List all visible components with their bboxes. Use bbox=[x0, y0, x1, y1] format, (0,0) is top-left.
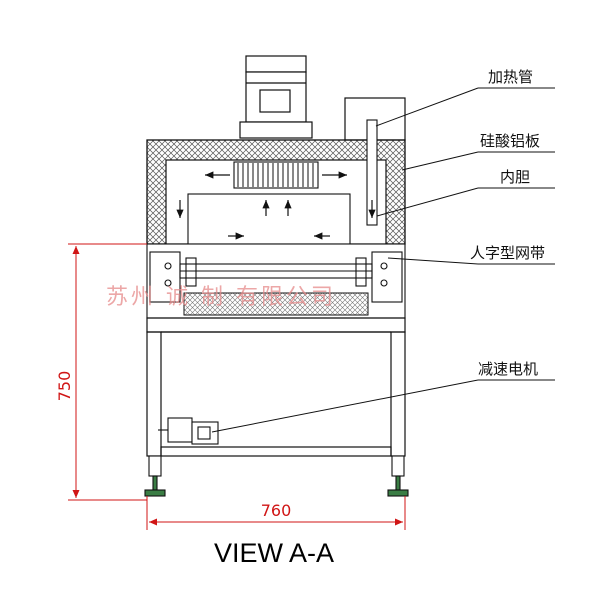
company-watermark: 苏州 诚 制 有限公司 bbox=[106, 285, 336, 310]
blower-motor bbox=[239, 55, 313, 139]
width-dimension bbox=[146, 496, 406, 530]
label-gear-motor: 减速电机 bbox=[478, 360, 538, 378]
fan-blades bbox=[237, 163, 314, 187]
mesh-belt bbox=[183, 292, 369, 316]
label-inner-liner: 内胆 bbox=[500, 168, 530, 186]
leader-lines bbox=[211, 87, 555, 433]
label-heating-tube: 加热管 bbox=[488, 68, 533, 86]
gear-motor bbox=[158, 417, 219, 445]
view-caption: VIEW A-A bbox=[214, 538, 334, 568]
heating-tube bbox=[366, 119, 378, 226]
label-silicate-board: 硅酸铝板 bbox=[480, 132, 540, 150]
height-value: 750 bbox=[55, 371, 74, 402]
label-mesh-belt: 人字型网带 bbox=[470, 244, 545, 262]
height-dimension bbox=[68, 243, 147, 501]
airflow-arrows bbox=[176, 171, 376, 240]
width-value: 760 bbox=[261, 501, 292, 520]
leveling-feet bbox=[144, 455, 409, 497]
